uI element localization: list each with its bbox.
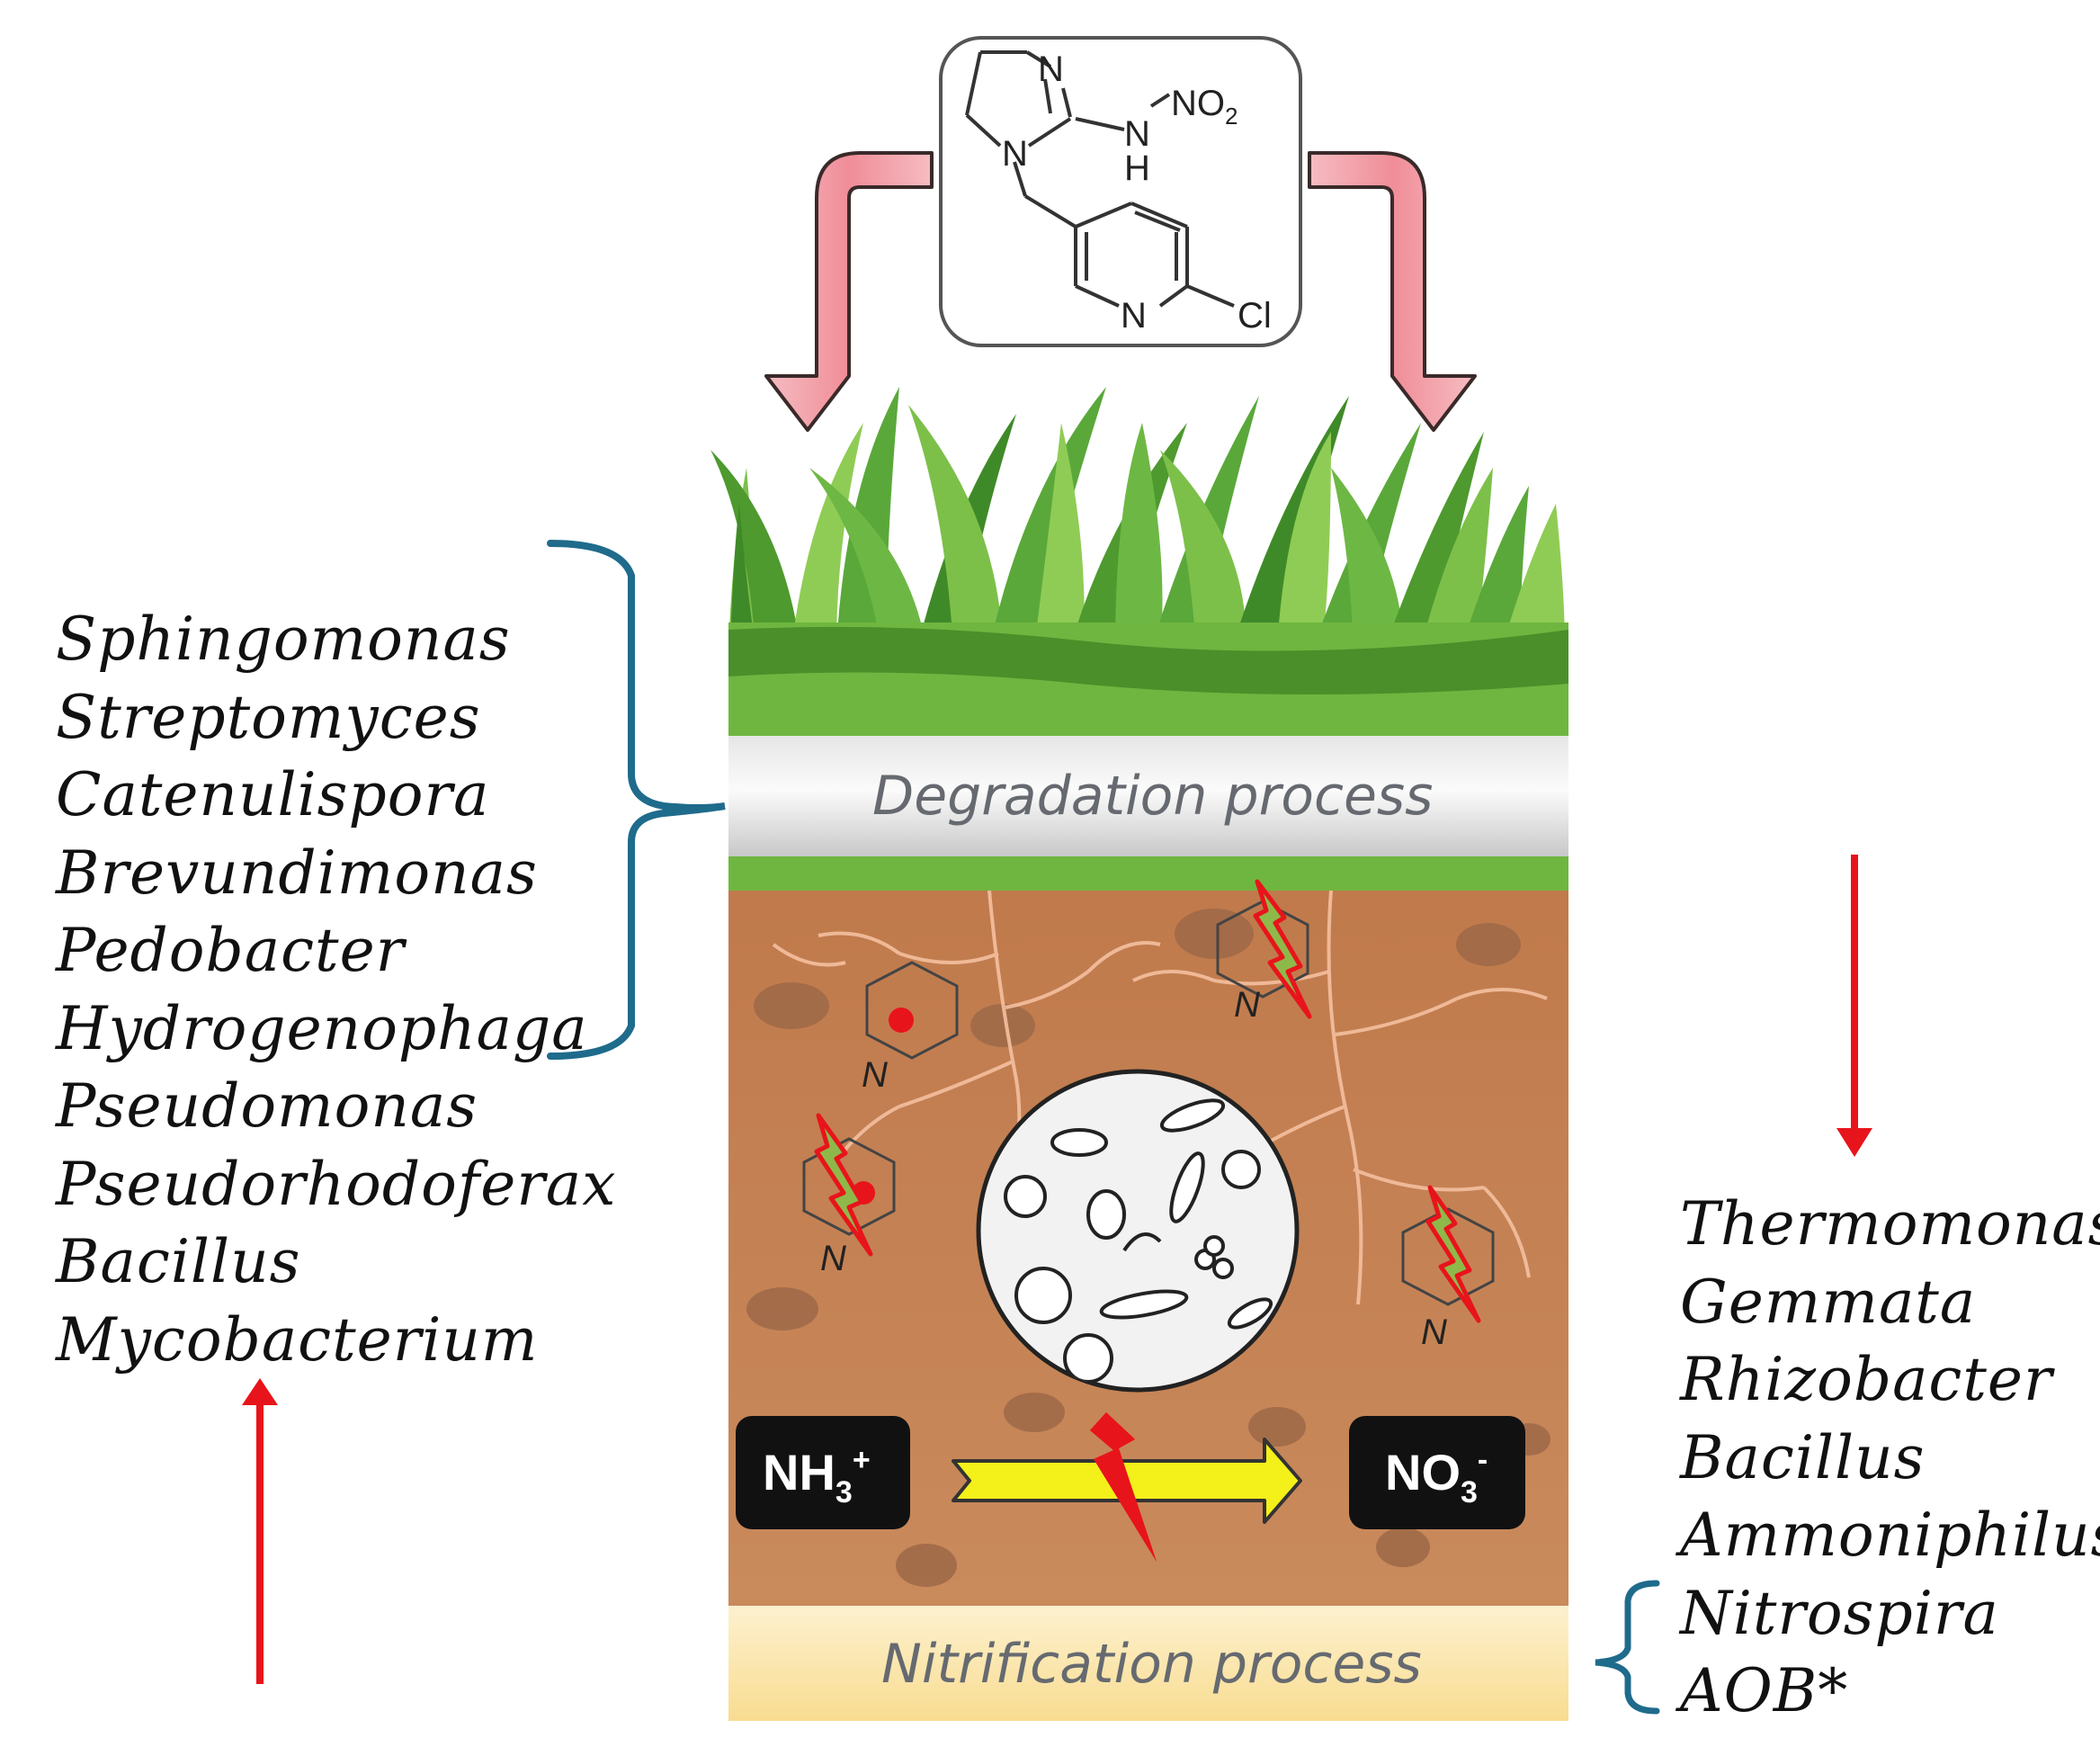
atom-nh: N [1124,114,1150,154]
molecule-frame [939,36,1302,347]
nitrification-band [728,1606,1568,1721]
red-arrow-up [242,1378,278,1684]
left-genus-item: Hydrogenophaga [56,993,588,1063]
left-genus-item: Pseudomonas [56,1071,478,1141]
ammonium-box [736,1416,910,1529]
left-genus-item: Streptomyces [56,682,481,752]
ammonium-text: NH [763,1444,836,1501]
degradation-process-label: Degradation process [872,765,1434,828]
imidacloprid-structure: N NO 2 N H N N Cl [939,36,1302,347]
right-genus-list: Thermomonas Gemmata Rhizobacter Bacillus… [1680,1186,2100,1731]
fragment-n-2: N [1234,985,1260,1025]
red-dot-1 [889,1008,914,1033]
left-genus-item: Mycobacterium [56,1304,539,1375]
left-genus-item: Catenulispora [56,760,490,829]
atom-h: H [1124,148,1150,188]
nitrification-process-label: Nitrification process [881,1633,1422,1696]
soil-column: N N N N [710,387,1568,1721]
ammonium-superscript: + [852,1443,871,1477]
right-genus-item: Rhizobacter [1680,1345,2053,1414]
bracket-left [547,540,726,1060]
nitrate-box [1349,1416,1525,1529]
fragment-n-3: N [820,1239,846,1278]
right-genus-item: Gemmata [1680,1267,1977,1337]
atom-no2: NO [1171,84,1225,123]
left-genus-item: Bacillus [56,1227,301,1296]
red-arrow-down [1836,855,1872,1157]
degradation-band [728,736,1568,856]
lightning-bolts [814,879,1481,1323]
fragment-n-4: N [1421,1312,1447,1352]
right-genus-item: Thermomonas [1680,1189,2100,1259]
left-genus-item: Pseudorhodoferax [56,1149,617,1219]
soil-molecule-fragments [802,900,1495,1306]
atom-no2-subscript: 2 [1225,103,1238,130]
bracket-right [1595,1580,1660,1715]
microbe-view [976,1069,1300,1393]
left-genus-item: Sphingomonas [56,605,511,674]
right-genus-item: Ammoniphilus [1680,1501,2100,1570]
pink-arrow-right-shape [1308,151,1477,432]
left-genus-item: Pedobacter [56,916,406,985]
atom-cl: Cl [1238,296,1272,336]
nitrate-superscript: - [1477,1443,1488,1477]
atom-n-ring-bottom: N [1002,134,1028,174]
nitrate-label: NO3- [1385,1443,1488,1510]
right-genus-item: Bacillus [1680,1422,1926,1492]
ammonium-subscript: 3 [835,1475,853,1510]
nitrate-subscript: 3 [1461,1475,1478,1510]
pyridine-ring [1074,202,1235,308]
nitrate-text: NO [1385,1444,1461,1501]
imidazolidine-ring [965,50,1171,228]
ammonium-label: NH3+ [763,1443,871,1510]
left-genus-list: Sphingomonas Streptomyces Catenulispora … [56,601,617,1379]
right-genus-item: Nitrospira [1680,1578,1999,1648]
right-genus-item: AOB* [1680,1656,1849,1725]
atom-n-ring-top: N [1038,49,1064,89]
grass [710,387,1565,648]
left-genus-item: Brevundimonas [56,838,538,908]
fragment-n-1: N [862,1055,888,1095]
atom-n-pyridine: N [1121,296,1147,336]
pink-arrow-left-shape [764,151,934,432]
